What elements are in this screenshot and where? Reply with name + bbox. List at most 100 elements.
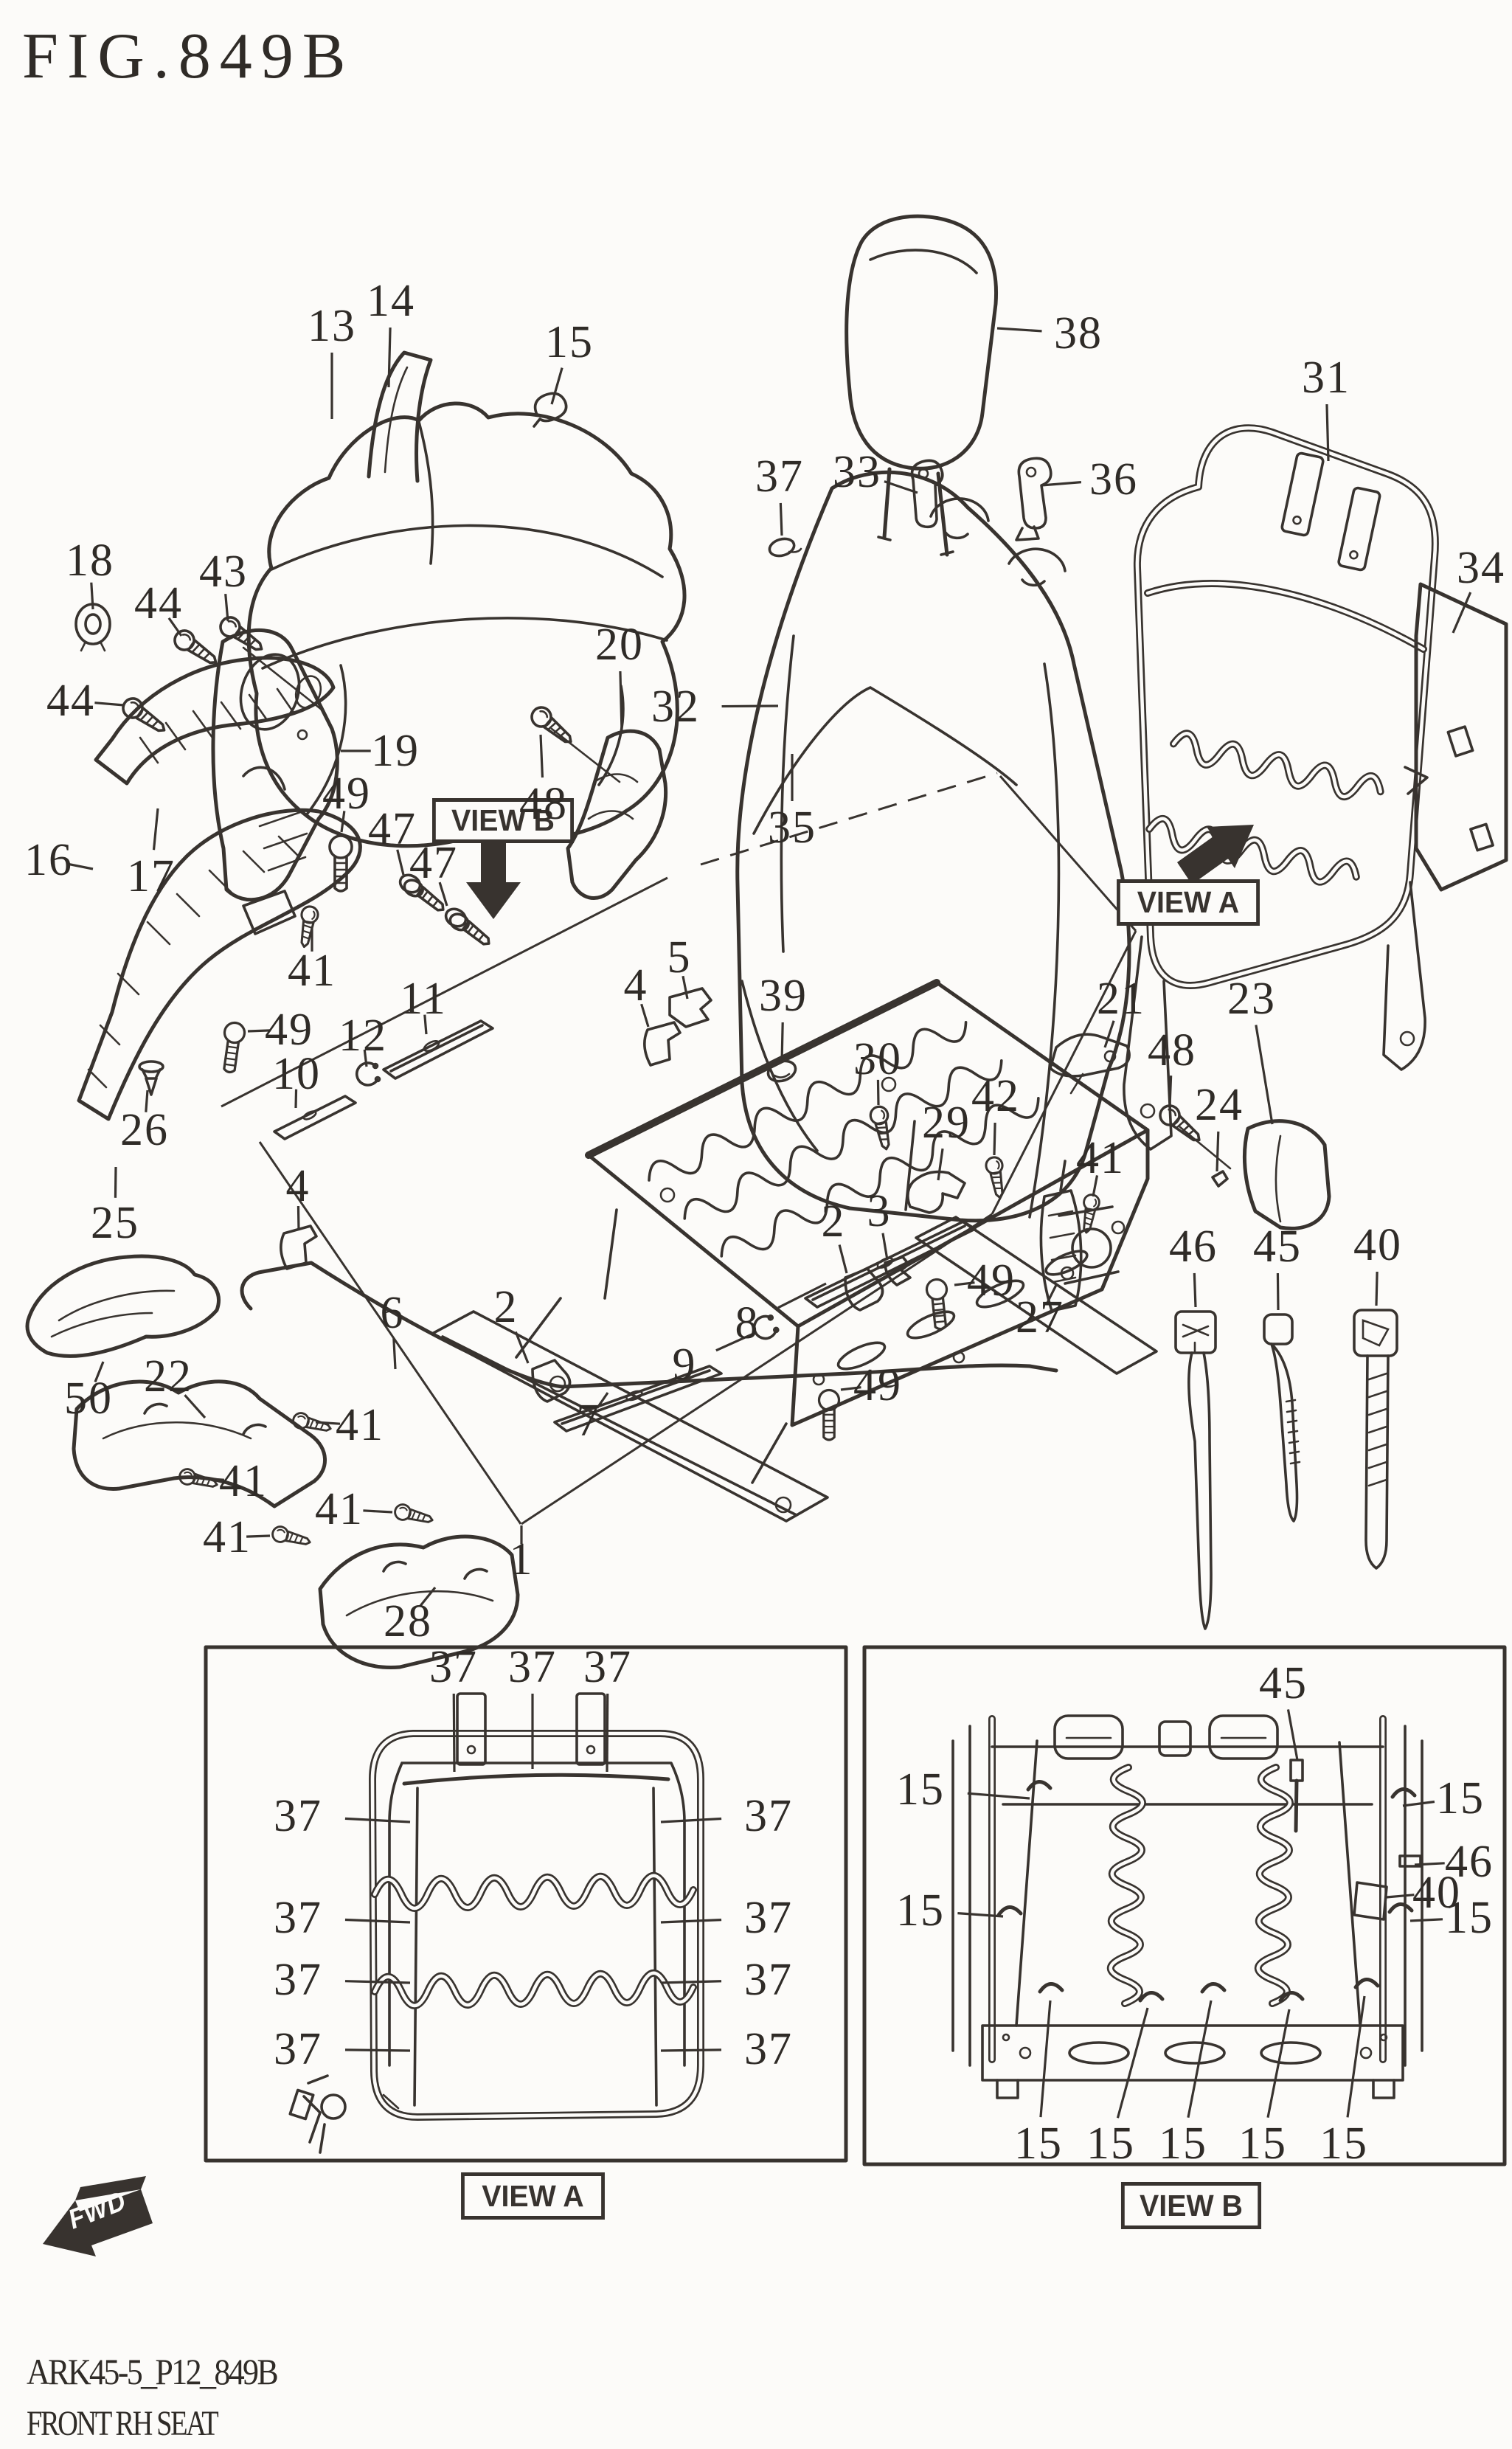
part-label-11: 11 bbox=[400, 974, 447, 1024]
leader-line bbox=[619, 671, 623, 732]
part-label-37: 37 bbox=[274, 1893, 322, 1943]
part-label-12: 12 bbox=[339, 1011, 387, 1061]
leader-line bbox=[1103, 1020, 1115, 1048]
part-label-37: 37 bbox=[583, 1642, 632, 1692]
part-label-25: 25 bbox=[91, 1198, 139, 1248]
leader-line bbox=[200, 1477, 225, 1481]
part-label-7: 7 bbox=[576, 1396, 601, 1446]
leader-line bbox=[996, 327, 1042, 333]
part-label-15: 15 bbox=[1319, 2119, 1368, 2169]
leader-line bbox=[838, 1244, 848, 1274]
part-label-15: 15 bbox=[1086, 2119, 1135, 2169]
leader-line bbox=[184, 1394, 207, 1419]
headrest-guide-33-drawing bbox=[910, 459, 944, 529]
view-b-box-border bbox=[862, 1645, 1507, 2166]
part-label-37: 37 bbox=[744, 2024, 793, 2074]
part-label-41: 41 bbox=[203, 1512, 252, 1562]
catalog-code: ARK45-5_P12_849B bbox=[27, 2351, 279, 2392]
leader-line bbox=[777, 1282, 827, 1309]
part-label-30: 30 bbox=[853, 1034, 902, 1084]
part-label-23: 23 bbox=[1227, 974, 1276, 1024]
leader-line bbox=[344, 1817, 411, 1823]
part-label-38: 38 bbox=[1054, 308, 1103, 358]
shield-50-drawing bbox=[25, 1254, 221, 1358]
part-label-32: 32 bbox=[651, 682, 700, 732]
leader-line bbox=[167, 617, 183, 637]
part-label-45: 45 bbox=[1259, 1658, 1308, 1708]
leader-line bbox=[937, 1148, 944, 1181]
leader-line bbox=[114, 1166, 117, 1198]
headrest-drawing bbox=[845, 214, 999, 557]
leader-line bbox=[1414, 1862, 1445, 1866]
leader-line bbox=[884, 480, 918, 494]
leader-line bbox=[246, 1534, 271, 1538]
leader-line bbox=[840, 1386, 861, 1391]
leader-line bbox=[1286, 1709, 1299, 1761]
part-label-37: 37 bbox=[274, 1791, 322, 1841]
leader-line bbox=[363, 1509, 393, 1514]
part-label-15: 15 bbox=[1238, 2119, 1287, 2169]
leader-line bbox=[94, 702, 125, 707]
leader-line bbox=[387, 327, 392, 388]
part-label-37: 37 bbox=[744, 1791, 793, 1841]
section-guide-line bbox=[991, 930, 1137, 1215]
part-label-40: 40 bbox=[1353, 1220, 1402, 1270]
part-label-37: 37 bbox=[744, 1955, 793, 2005]
part-label-15: 15 bbox=[896, 1764, 945, 1815]
part-label-13: 13 bbox=[308, 301, 356, 351]
view-a-direction-arrow bbox=[1177, 825, 1254, 884]
part-label-42: 42 bbox=[971, 1071, 1020, 1121]
part-label-44: 44 bbox=[134, 578, 183, 628]
leader-line bbox=[660, 1980, 722, 1984]
leader-line bbox=[715, 1331, 757, 1352]
leader-line bbox=[419, 1586, 437, 1607]
leader-line bbox=[660, 2048, 722, 2052]
part-label-9: 9 bbox=[672, 1340, 697, 1390]
leader-line bbox=[780, 1022, 784, 1063]
screw-37-part-drawing bbox=[768, 537, 802, 558]
leader-line bbox=[423, 1014, 428, 1035]
leader-line bbox=[94, 1361, 105, 1383]
screw-48b-guide-line bbox=[1179, 1126, 1232, 1170]
part-label-37: 37 bbox=[274, 2024, 322, 2074]
screw-48-guide-line bbox=[550, 727, 621, 783]
shield-17-drawing bbox=[94, 656, 336, 786]
leader-line bbox=[1041, 481, 1082, 487]
part-label-47: 47 bbox=[409, 838, 458, 888]
leader-line bbox=[539, 734, 544, 778]
seat-back-pad-drawing bbox=[1414, 582, 1508, 892]
shield-16-drawing bbox=[77, 808, 362, 1121]
leader-line bbox=[296, 1205, 300, 1231]
part-label-6: 6 bbox=[380, 1288, 405, 1338]
view-b-caption: VIEW B bbox=[1120, 2182, 1262, 2229]
part-label-20: 20 bbox=[595, 620, 644, 670]
part-label-15: 15 bbox=[1445, 1893, 1494, 1943]
footer: ARK45-5_P12_849B FRONT RH SEAT bbox=[27, 2350, 311, 2444]
section-guide-line bbox=[700, 772, 998, 866]
leader-line bbox=[340, 811, 346, 833]
part-label-26: 26 bbox=[120, 1105, 169, 1155]
back-panel-19-drawing bbox=[211, 628, 339, 902]
leader-line bbox=[145, 1090, 149, 1112]
section-guide-line bbox=[221, 876, 668, 1108]
leader-line bbox=[1092, 1175, 1099, 1197]
leader-line bbox=[68, 862, 94, 870]
part-label-15: 15 bbox=[1014, 2119, 1063, 2169]
bracket-22-drawing bbox=[72, 1379, 327, 1508]
leader-line bbox=[438, 881, 448, 907]
leader-line bbox=[967, 1792, 1030, 1800]
part-label-37: 37 bbox=[429, 1642, 478, 1692]
cable-tie-parts-drawing bbox=[1174, 1309, 1398, 1630]
part-label-45: 45 bbox=[1253, 1222, 1302, 1272]
part-label-41: 41 bbox=[1076, 1133, 1125, 1183]
part-label-10: 10 bbox=[272, 1049, 321, 1099]
washer-18-drawing bbox=[74, 603, 111, 652]
leader-line bbox=[514, 1331, 530, 1364]
leader-line bbox=[954, 1281, 975, 1286]
part-label-41: 41 bbox=[219, 1456, 268, 1506]
bracket-28-drawing bbox=[318, 1534, 520, 1669]
leader-line bbox=[1325, 403, 1330, 462]
part-label-49: 49 bbox=[322, 769, 371, 819]
cushion-frame-drawing bbox=[431, 979, 1158, 1523]
